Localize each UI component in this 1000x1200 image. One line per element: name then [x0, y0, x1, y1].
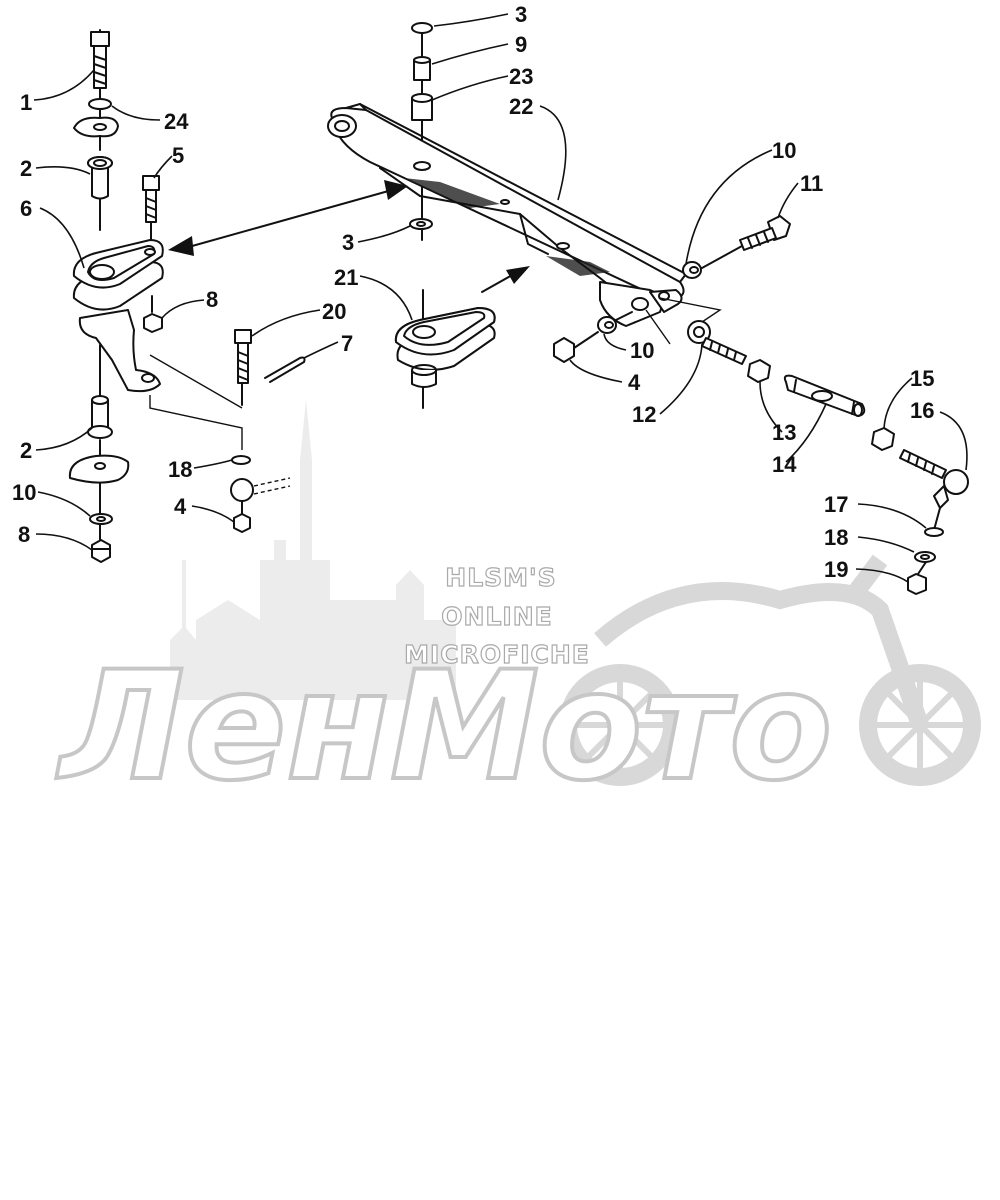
- part-washer-3-top: [411, 22, 433, 34]
- callout-8-top: 8: [206, 287, 218, 312]
- callout-7: 7: [341, 331, 353, 356]
- callout-22: 22: [509, 94, 533, 119]
- callout-12: 12: [632, 402, 656, 427]
- part-washer-17: [924, 527, 944, 537]
- part-nut-13: [747, 359, 771, 383]
- watermark-brand: ЛенМото: [56, 640, 832, 814]
- part-nut-8-bottom: [91, 539, 111, 563]
- part-nut-19: [907, 573, 927, 595]
- part-tie-rod-end-12: [687, 320, 747, 365]
- callout-5: 5: [172, 143, 184, 168]
- watermark-line-2: ONLINE: [441, 602, 552, 631]
- callout-labels: 3 9 23 22 10 11 1 24 2 5 6 8 20 7 21 3 1…: [12, 2, 934, 582]
- callout-18-right: 18: [824, 525, 848, 550]
- part-bushing-2-bottom: [87, 395, 113, 439]
- callout-23: 23: [509, 64, 533, 89]
- part-washer-10-right: [682, 261, 702, 279]
- part-bolt-20: [234, 329, 252, 384]
- part-bushing-23: [411, 93, 433, 121]
- part-ball-joint: [230, 478, 254, 502]
- part-washer-24: [88, 98, 112, 110]
- callout-18-left: 18: [168, 457, 192, 482]
- callout-20: 20: [322, 299, 346, 324]
- part-washer-18-right: [914, 551, 936, 563]
- part-steering-arm-21: [394, 289, 496, 409]
- watermark-skyline: [170, 400, 456, 700]
- callout-13: 13: [772, 420, 796, 445]
- callout-21: 21: [334, 265, 358, 290]
- watermark-wheel-spokes: [575, 680, 965, 770]
- callout-3-top: 3: [515, 2, 527, 27]
- callout-2-bottom: 2: [20, 438, 32, 463]
- callout-1: 1: [20, 90, 32, 115]
- part-nut-4-right: [553, 337, 575, 363]
- callout-10-lower: 10: [630, 338, 654, 363]
- callout-6: 6: [20, 196, 32, 221]
- part-rod-end-16: [899, 449, 969, 509]
- watermark: ЛенМото HLSM'S ONLINE MICROFICHE: [54, 400, 981, 816]
- callout-19: 19: [824, 557, 848, 582]
- callout-9: 9: [515, 32, 527, 57]
- part-bolt-5: [142, 175, 160, 223]
- part-washer-3-bottom: [409, 218, 433, 230]
- watermark-motorcycle: [559, 554, 981, 786]
- part-washer-18-left: [231, 455, 251, 465]
- callout-8-bottom: 8: [18, 522, 30, 547]
- callout-24: 24: [164, 109, 189, 134]
- part-bolt-11: [739, 215, 791, 251]
- callout-16: 16: [910, 398, 934, 423]
- callout-3-bottom: 3: [342, 230, 354, 255]
- leader-lines: [33, 13, 968, 583]
- assembly-arrow-left: [168, 180, 408, 256]
- watermark-line-1: HLSM'S: [445, 563, 556, 592]
- callout-14: 14: [772, 452, 797, 477]
- callout-10-left: 10: [12, 480, 36, 505]
- callout-2-top: 2: [20, 156, 32, 181]
- part-washer-10-lower: [597, 316, 617, 334]
- part-tie-rod-tube-14: [783, 374, 866, 417]
- part-nut-4-left: [233, 513, 251, 533]
- callout-10-upper-right: 10: [772, 138, 796, 163]
- callout-17: 17: [824, 492, 848, 517]
- callout-11: 11: [800, 171, 823, 196]
- part-bushing-2-top: [87, 156, 113, 200]
- left-steering-post-assembly: [68, 29, 306, 563]
- part-steering-arm-6: [72, 239, 164, 393]
- assembly-arrow-middle: [481, 266, 530, 293]
- part-nut-15: [871, 427, 895, 451]
- callout-15: 15: [910, 366, 934, 391]
- callout-4-right: 4: [628, 370, 641, 395]
- part-spacer-9: [413, 56, 431, 81]
- callout-4-left: 4: [174, 494, 187, 519]
- part-tie-rod-crossbar-22: [327, 22, 687, 327]
- watermark-line-3: MICROFICHE: [404, 640, 590, 669]
- part-plate: [73, 116, 119, 138]
- part-washer-10-left: [89, 513, 113, 525]
- part-bolt-1: [90, 31, 110, 89]
- part-cotter-pin-7: [264, 356, 306, 383]
- part-nut-8-top: [143, 313, 163, 333]
